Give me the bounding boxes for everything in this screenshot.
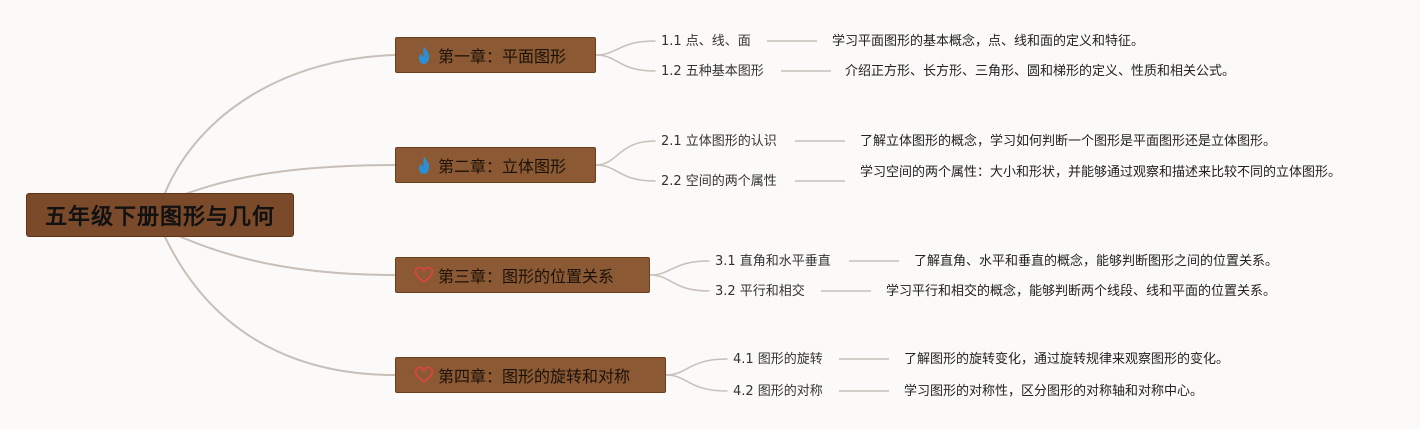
chapter-1-to-section-1-connector: [595, 40, 656, 56]
chapter-4-to-section-1-connector: [665, 358, 728, 376]
flame-icon: [414, 45, 434, 65]
heart-icon: [414, 265, 434, 285]
chapter-1-to-section-2-connector: [595, 54, 656, 72]
section-4-1-desc[interactable]: 了解图形的旋转变化，通过旋转规律来观察图形的变化。: [904, 352, 1230, 367]
root-to-chapter-2-connector: [169, 164, 396, 201]
section-3-2-desc[interactable]: 学习平行和相交的概念，能够判断两个线段、线和平面的位置关系。: [886, 284, 1277, 299]
section-4-2-desc[interactable]: 学习图形的对称性，区分图形的对称轴和对称中心。: [904, 384, 1204, 399]
section-4-2-label[interactable]: 4.2 图形的对称: [733, 384, 823, 399]
chapter-4-to-section-2-connector: [665, 374, 728, 392]
flame-icon: [414, 155, 434, 175]
root-topic[interactable]: 五年级下册图形与几何: [26, 193, 294, 237]
root-to-chapter-4-connector: [164, 236, 396, 376]
section-2-1-label[interactable]: 2.1 立体图形的认识: [661, 134, 777, 149]
section-1-1-label[interactable]: 1.1 点、线、面: [661, 34, 751, 49]
section-3-1-label[interactable]: 3.1 直角和水平垂直: [715, 254, 831, 269]
chapter-3-to-section-2-connector: [649, 274, 710, 292]
chapter-3-node[interactable]: 第三章：图形的位置关系: [395, 257, 650, 293]
root-to-chapter-3-connector: [169, 231, 396, 276]
chapter-4-title: 第四章：图形的旋转和对称: [438, 367, 631, 386]
section-2-1-desc[interactable]: 了解立体图形的概念，学习如何判断一个图形是平面图形还是立体图形。: [860, 134, 1277, 149]
chapter-2-to-section-1-connector: [595, 140, 656, 166]
section-1-2-label[interactable]: 1.2 五种基本图形: [661, 64, 764, 79]
section-1-2-desc[interactable]: 介绍正方形、长方形、三角形、圆和梯形的定义、性质和相关公式。: [845, 64, 1236, 79]
chapter-3-to-section-1-connector: [649, 260, 710, 276]
chapter-1-title: 第一章：平面图形: [438, 47, 567, 66]
chapter-2-to-section-2-connector: [595, 164, 656, 182]
chapter-1-node[interactable]: 第一章：平面图形: [395, 37, 596, 73]
root-to-chapter-1-connector: [164, 54, 396, 194]
section-2-2-label[interactable]: 2.2 空间的两个属性: [661, 174, 777, 189]
chapter-2-title: 第二章：立体图形: [438, 157, 567, 176]
section-1-1-desc[interactable]: 学习平面图形的基本概念，点、线和面的定义和特征。: [832, 34, 1145, 49]
chapter-3-title: 第三章：图形的位置关系: [438, 267, 615, 286]
section-2-2-desc[interactable]: 学习空间的两个属性：大小和形状，并能够通过观察和描述来比较不同的立体图形。: [860, 165, 1342, 180]
chapter-2-node[interactable]: 第二章：立体图形: [395, 147, 596, 183]
section-4-1-label[interactable]: 4.1 图形的旋转: [733, 352, 823, 367]
heart-icon: [414, 365, 434, 385]
section-3-1-desc[interactable]: 了解直角、水平和垂直的概念，能够判断图形之间的位置关系。: [914, 254, 1279, 269]
section-3-2-label[interactable]: 3.2 平行和相交: [715, 284, 805, 299]
chapter-4-node[interactable]: 第四章：图形的旋转和对称: [395, 357, 666, 393]
